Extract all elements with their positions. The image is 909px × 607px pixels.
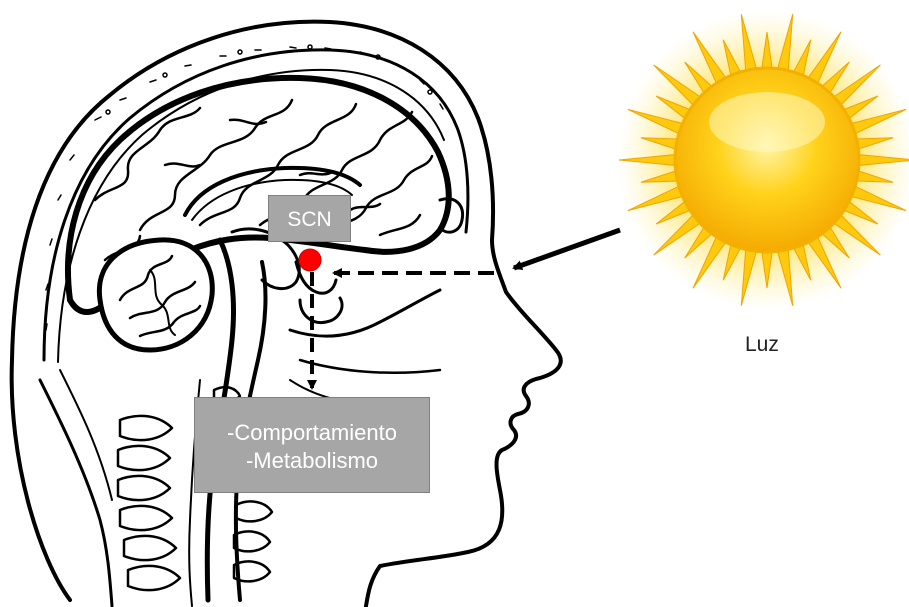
neck-back (40, 380, 112, 606)
outputs-box: -Comportamiento -Metabolismo (194, 397, 430, 493)
palate (300, 360, 440, 373)
pituitary (300, 298, 342, 323)
sun-icon (617, 10, 909, 310)
scn-label-box: SCN (268, 195, 351, 242)
output-behavior-label: -Comportamiento (195, 419, 429, 447)
output-metabolism-label: -Metabolismo (195, 447, 429, 475)
head-sagittal-brain-icon (12, 22, 561, 606)
cerebellum (99, 240, 212, 350)
light-label: Luz (745, 333, 779, 357)
scn-dot (299, 249, 321, 271)
sun-arrow (514, 230, 620, 268)
